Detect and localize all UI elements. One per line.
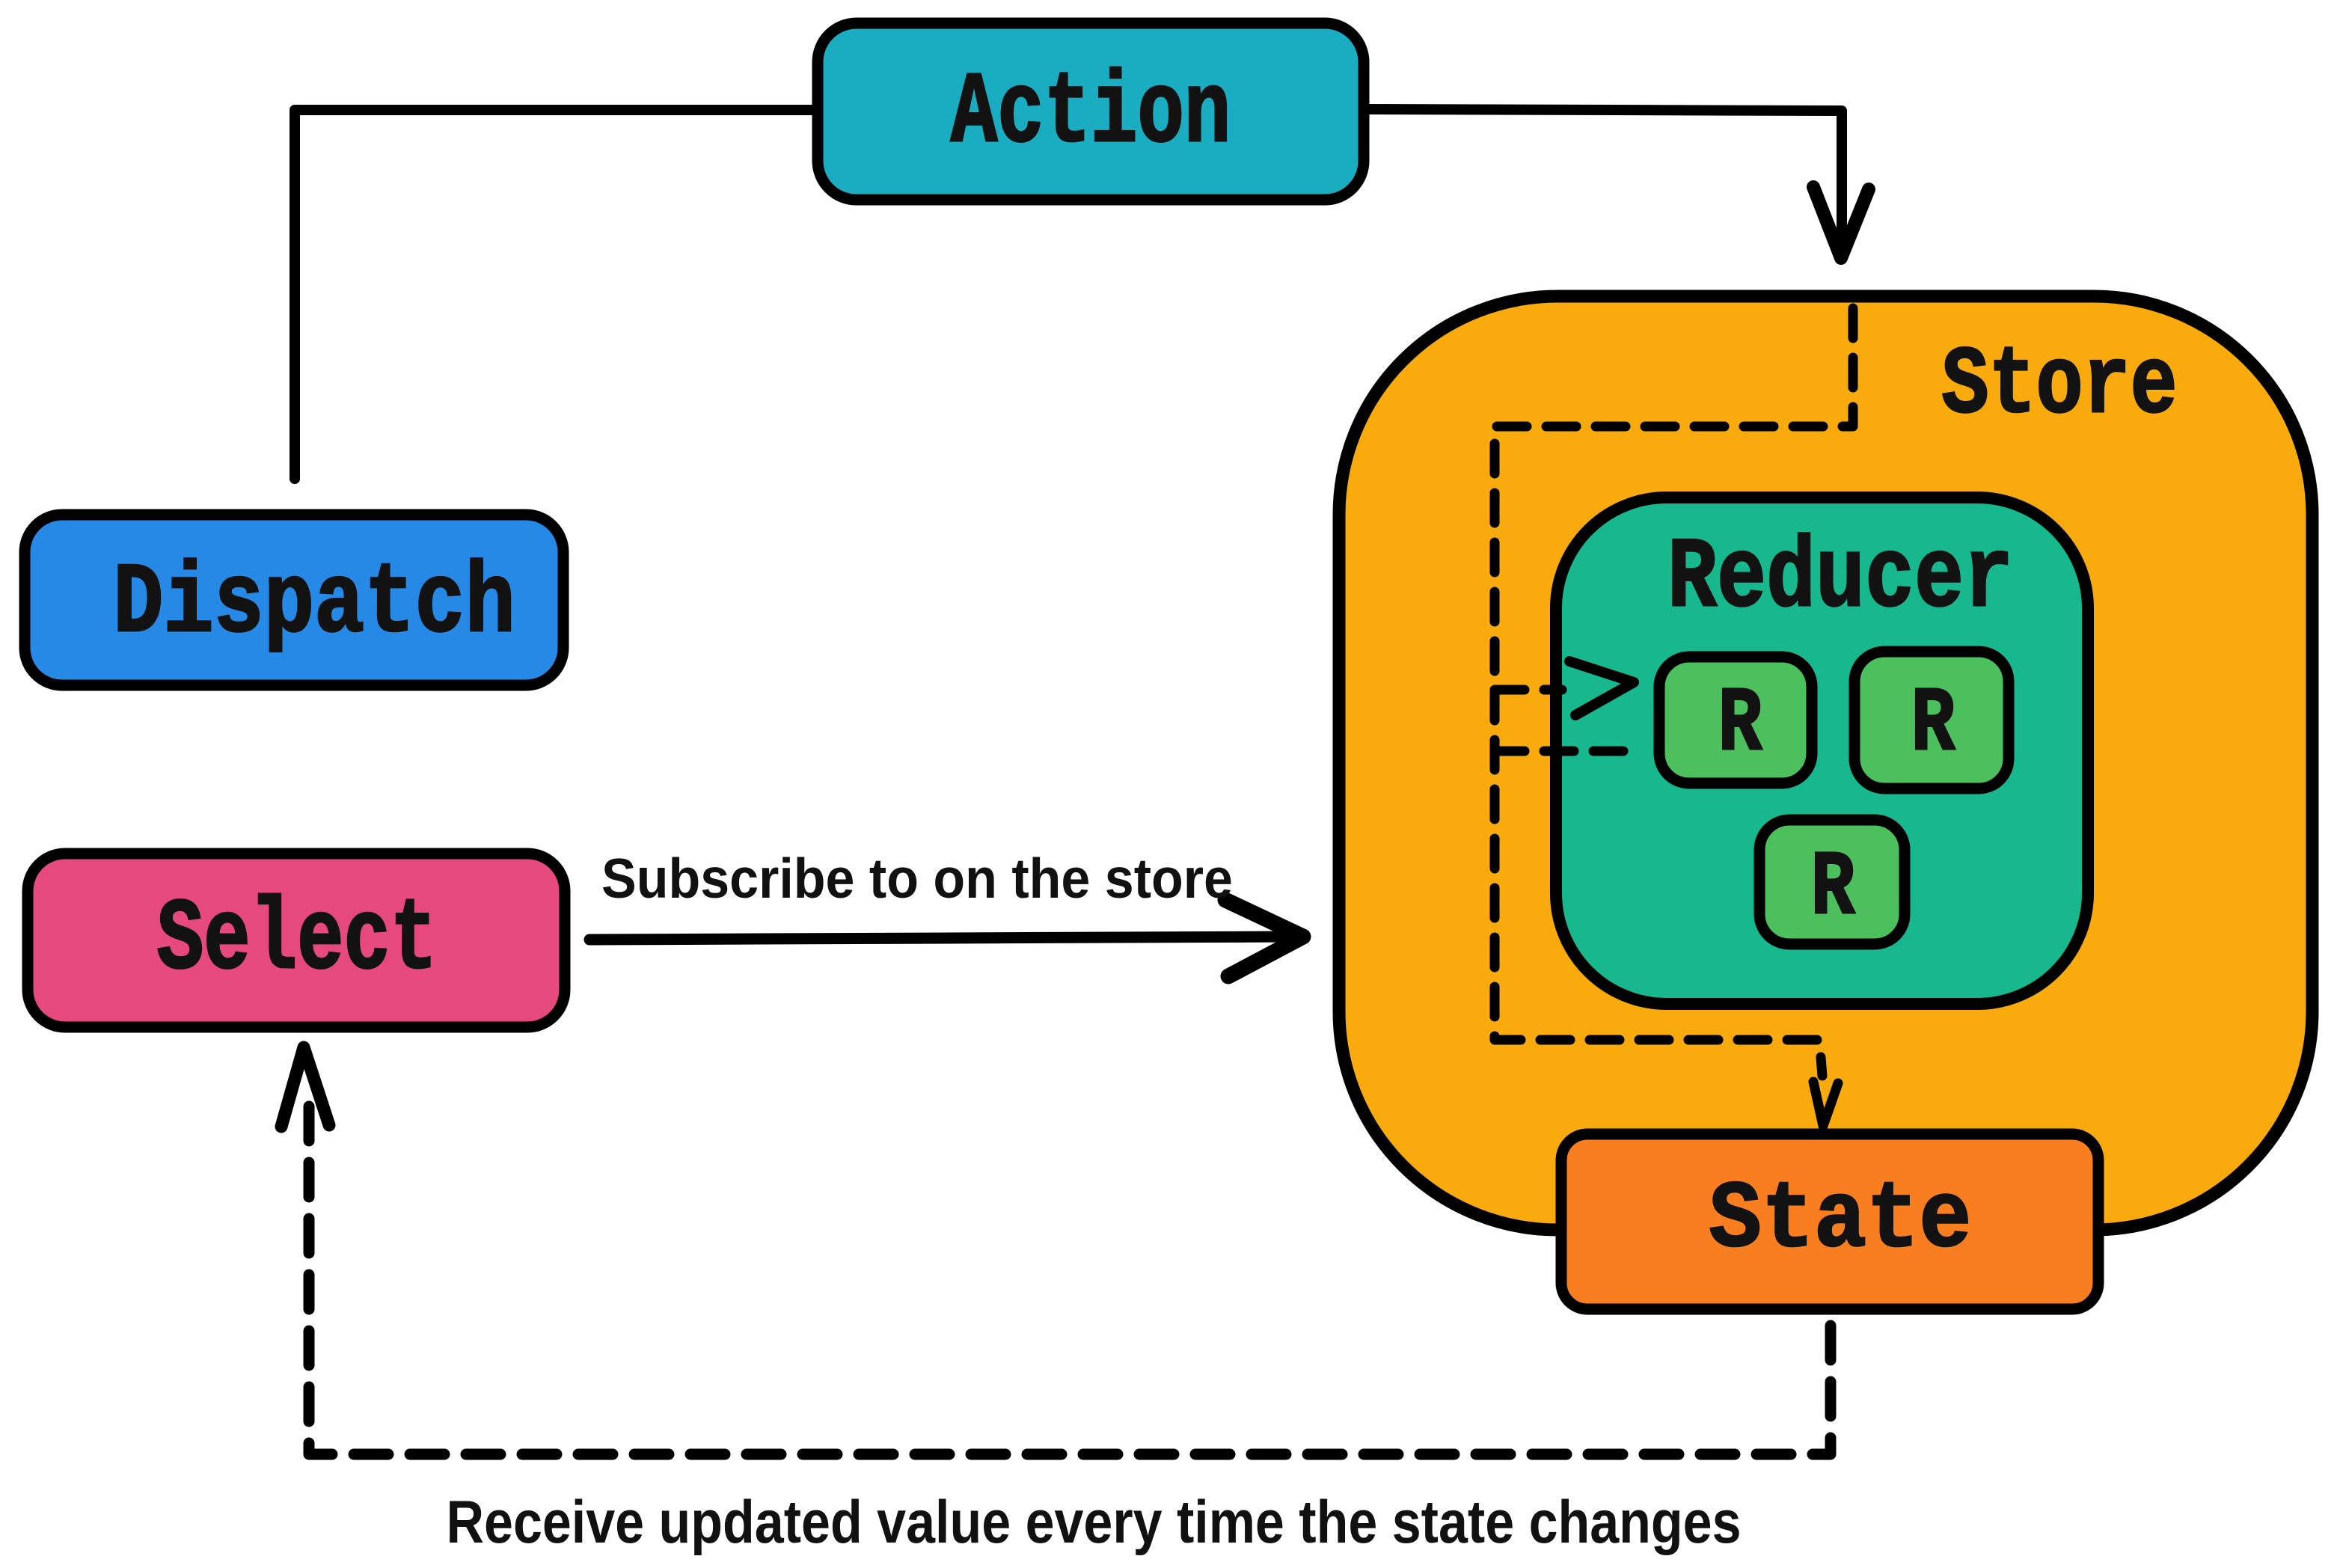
svg-text:State: State bbox=[1709, 1167, 1971, 1274]
svg-text:Receive updated value every ti: Receive updated value every time the sta… bbox=[446, 1488, 1741, 1555]
svg-text:R: R bbox=[1811, 838, 1855, 941]
svg-text:Action: Action bbox=[951, 58, 1231, 171]
svg-text:Subscribe to on the store: Subscribe to on the store bbox=[601, 848, 1233, 910]
svg-text:Dispatch: Dispatch bbox=[113, 548, 515, 661]
svg-text:R: R bbox=[1911, 674, 1955, 777]
svg-text:Reducer: Reducer bbox=[1667, 522, 2013, 636]
svg-text:Store: Store bbox=[1941, 332, 2177, 441]
svg-text:Select: Select bbox=[157, 884, 437, 998]
svg-text:R: R bbox=[1718, 674, 1762, 777]
